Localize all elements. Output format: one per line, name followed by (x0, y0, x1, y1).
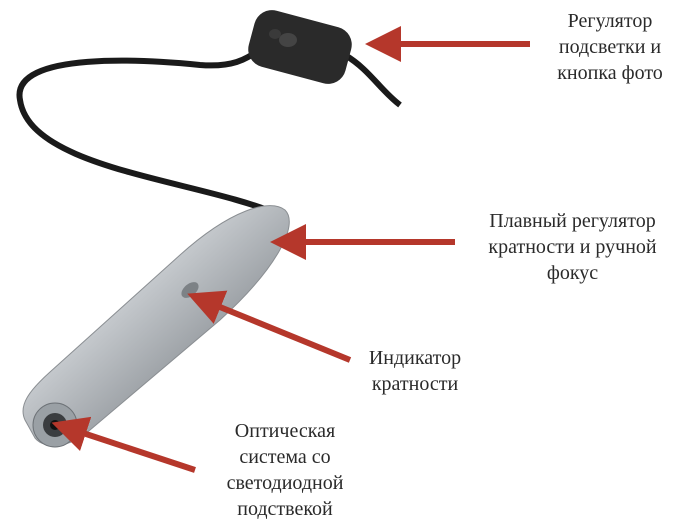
microscope-body (22, 205, 290, 448)
control-box (248, 10, 352, 84)
label-control: Регулятор подсветки и кнопка фото (557, 10, 663, 84)
label-zoom: Плавный регулятор кратности и ручной фок… (488, 210, 657, 284)
cable (16, 45, 282, 218)
label-indicator: Индикатор кратности (368, 347, 462, 395)
arrow-optics (51, 416, 196, 473)
label-optics: Оптическая система со светодиодной подст… (226, 420, 344, 520)
arrow-indicator (187, 290, 352, 363)
